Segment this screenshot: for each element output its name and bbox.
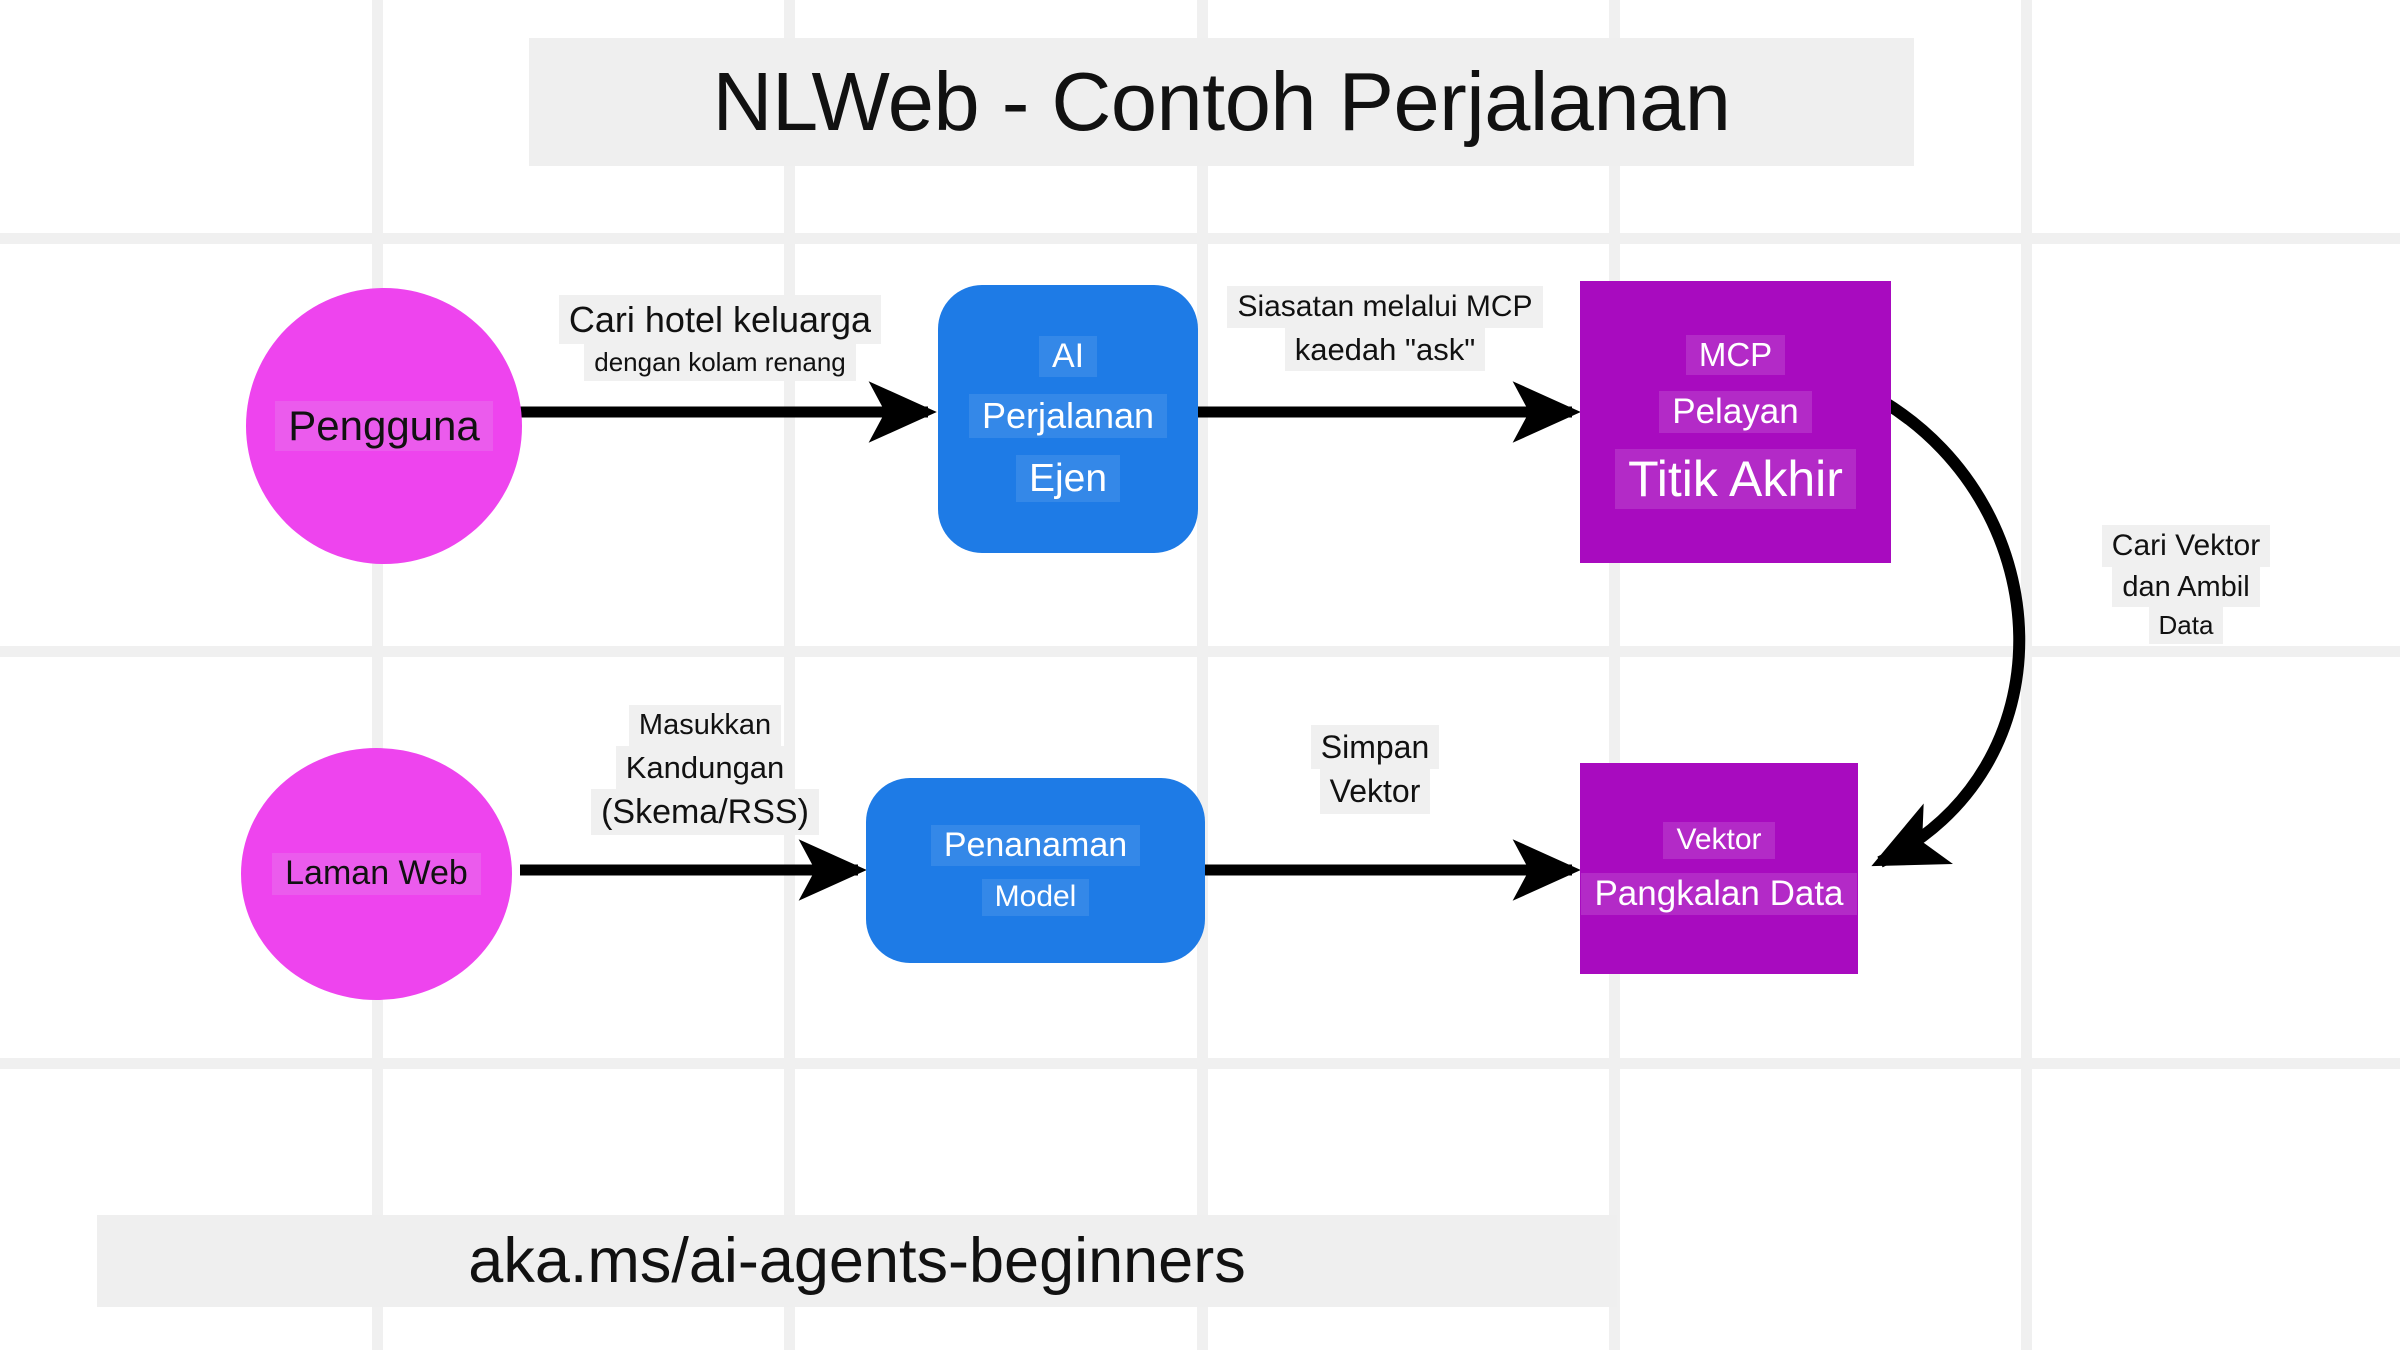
node-vector-database-label-0: Vektor <box>1663 821 1775 859</box>
node-ai-agent-label-0: AI <box>1038 335 1098 378</box>
grid-line-vertical <box>1197 0 1208 1350</box>
node-mcp-server-label-0: MCP <box>1685 334 1786 375</box>
node-mcp-server[interactable]: MCP Pelayan Titik Akhir <box>1580 281 1891 563</box>
node-ai-agent-label-1: Perjalanan <box>968 394 1168 438</box>
node-mcp-server-label-2: Titik Akhir <box>1615 449 1856 510</box>
node-laman-web[interactable]: Laman Web <box>241 748 512 1000</box>
grid-line-horizontal <box>0 233 2400 244</box>
node-mcp-server-label-1: Pelayan <box>1659 390 1812 434</box>
node-ai-agent-label-2: Ejen <box>1015 454 1121 503</box>
grid-line-horizontal <box>0 1058 2400 1069</box>
arrow-mcp-to-vectordb <box>1871 396 2026 868</box>
node-laman-web-label-0: Laman Web <box>272 853 481 895</box>
node-vector-database[interactable]: Vektor Pangkalan Data <box>1580 763 1858 974</box>
node-pengguna[interactable]: Pengguna <box>246 288 522 564</box>
footer-url[interactable]: aka.ms/ai-agents-beginners <box>97 1215 1617 1307</box>
grid-line-vertical <box>2021 0 2032 1350</box>
node-embedding-model[interactable]: Penanaman Model <box>866 778 1205 963</box>
grid-line-vertical <box>784 0 795 1350</box>
node-ai-agent[interactable]: AI Perjalanan Ejen <box>938 285 1198 553</box>
grid-line-vertical <box>1609 0 1620 1350</box>
page-title: NLWeb - Contoh Perjalanan <box>529 38 1914 166</box>
node-vector-database-label-1: Pangkalan Data <box>1581 872 1857 916</box>
grid-line-horizontal <box>0 646 2400 657</box>
node-embedding-model-label-1: Model <box>981 879 1090 917</box>
grid-line-vertical <box>372 0 383 1350</box>
node-pengguna-label-0: Pengguna <box>275 400 493 452</box>
node-embedding-model-label-0: Penanaman <box>930 824 1141 867</box>
